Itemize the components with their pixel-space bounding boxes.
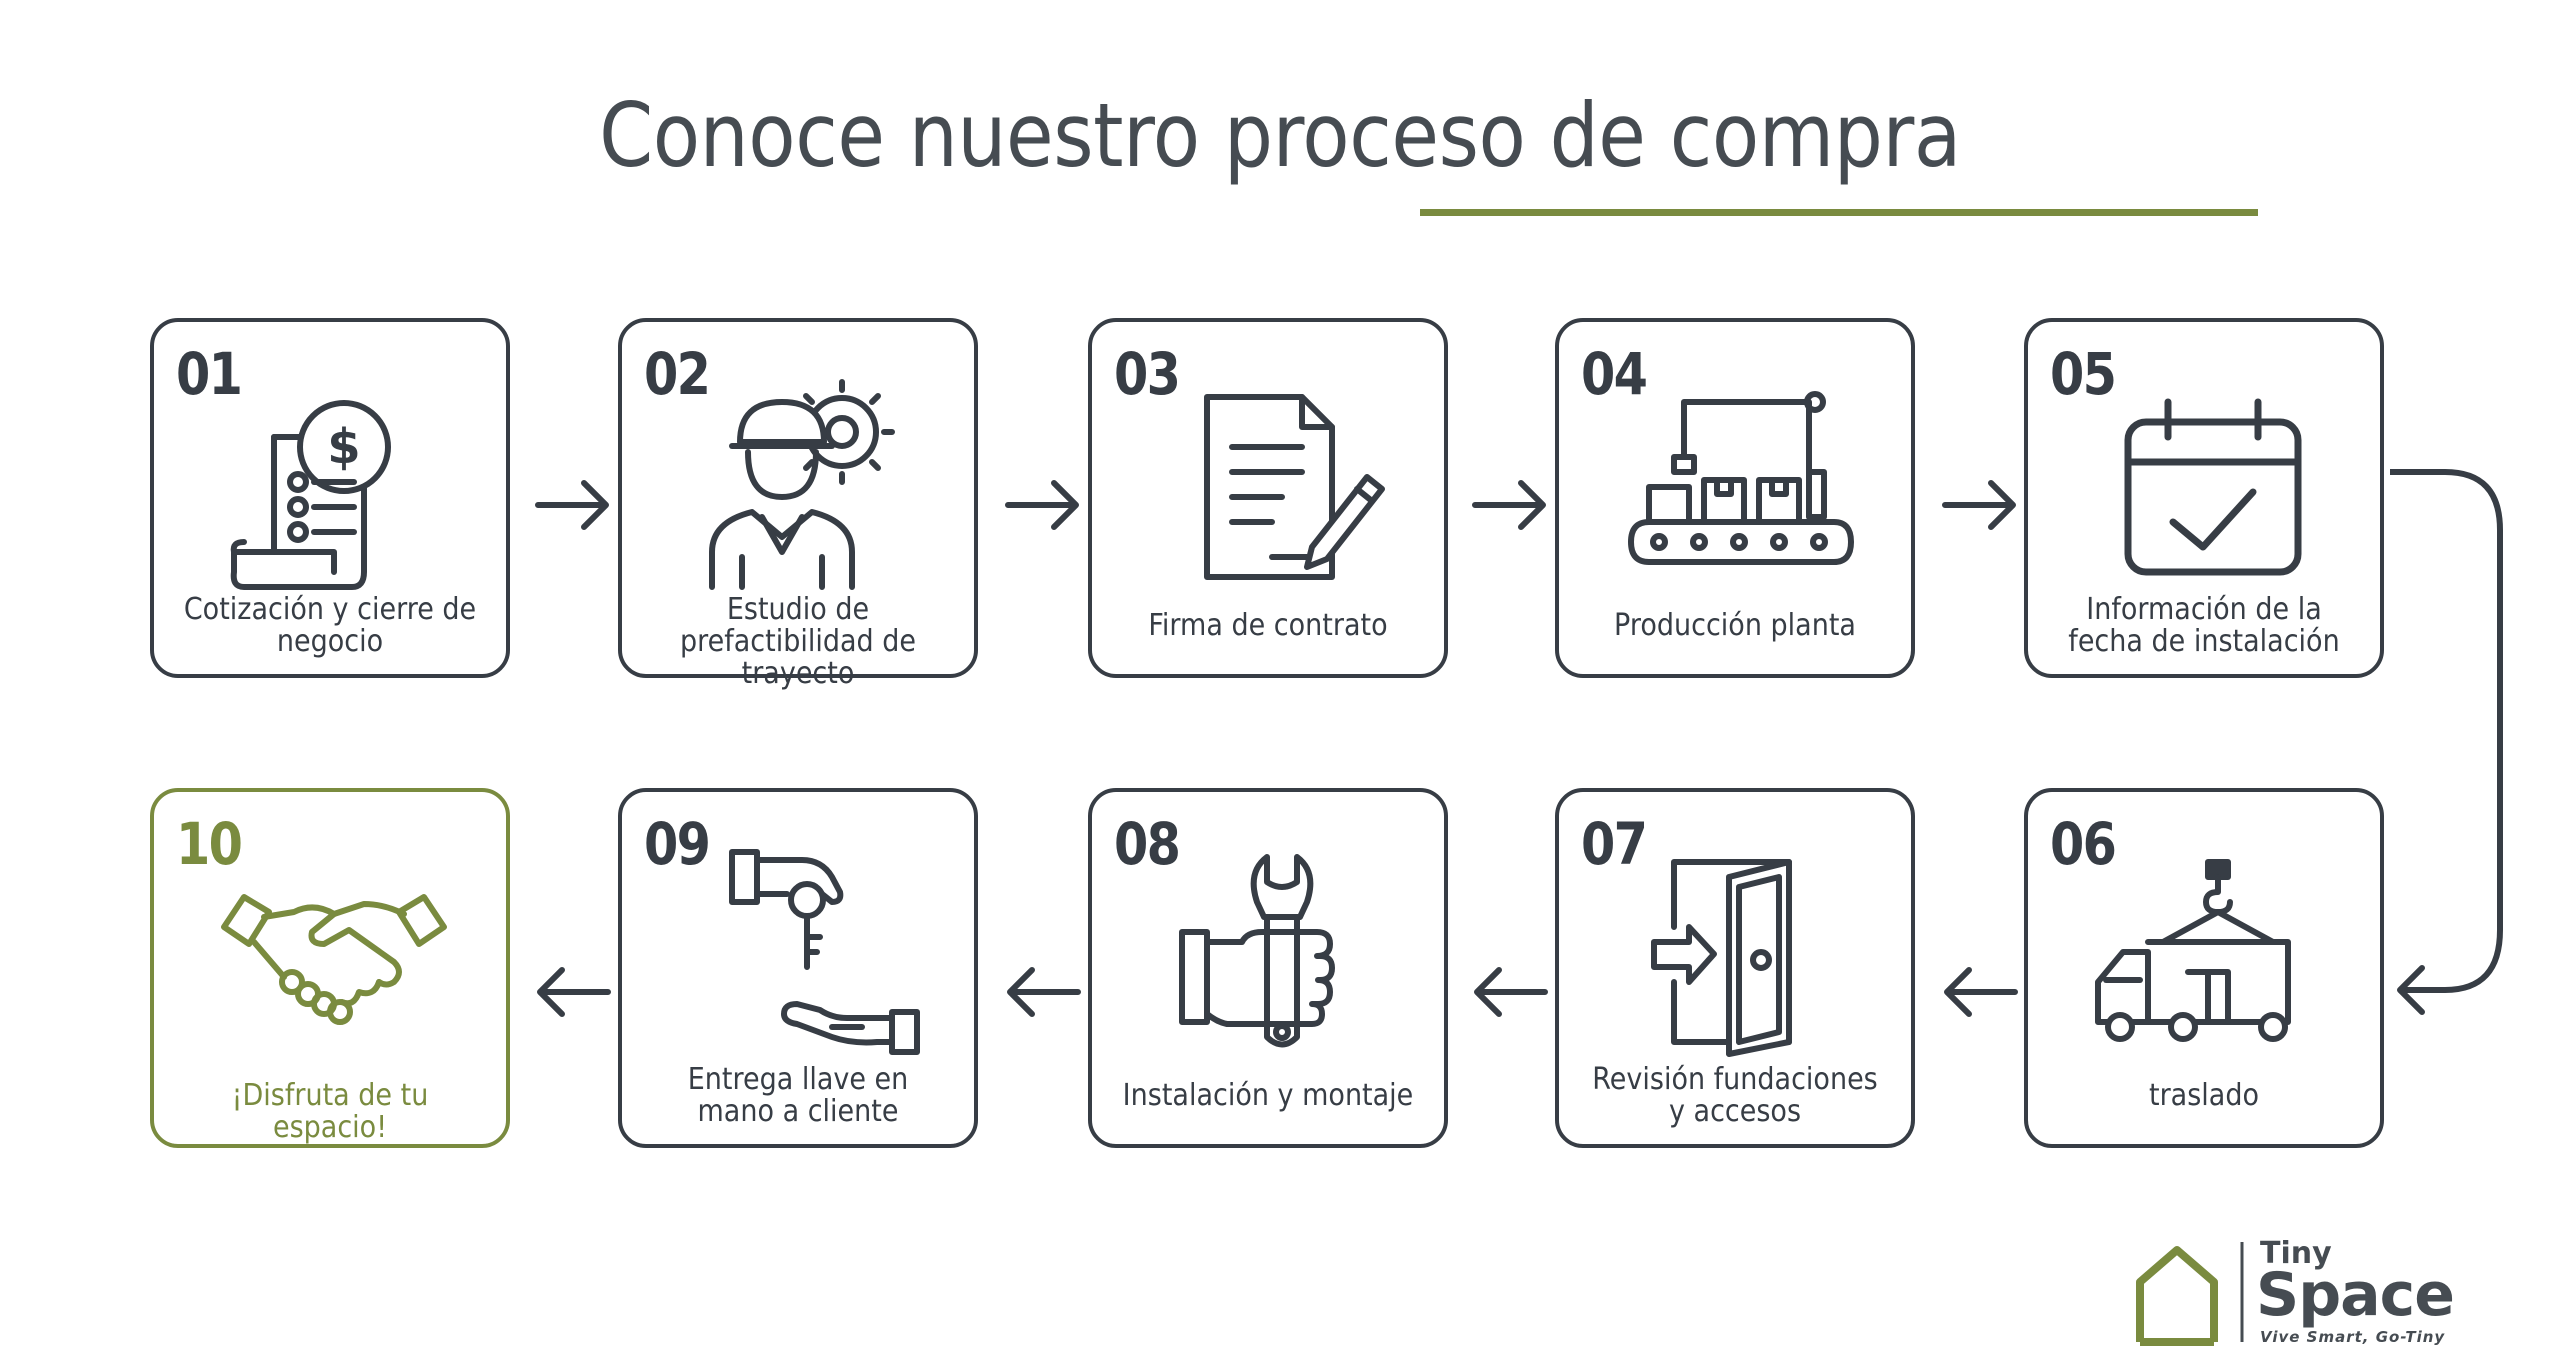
step-label: Producción planta (1614, 608, 1856, 643)
handshake-icon (221, 894, 447, 1025)
step-card-01: 01 $ Cotización y cierre de negocio (150, 318, 510, 678)
step-number: 08 (1114, 810, 1181, 878)
step-number: 04 (1581, 340, 1648, 408)
step-label: Firma de contrato (1148, 608, 1388, 643)
step-label: Entrega llave en mano a cliente (687, 1062, 909, 1129)
arrow-left-icon (1007, 967, 1081, 1017)
step-label: Información de la fecha de instalación (2068, 592, 2340, 659)
calendar-check-icon (2124, 398, 2302, 576)
step-number: 02 (644, 340, 711, 408)
door-enter-icon (1651, 859, 1792, 1057)
step-card-03: 03 Firma de contrato (1088, 318, 1448, 678)
arrow-right-icon (535, 480, 609, 530)
step-card-07: 07 Revisión fundaciones y accesos (1555, 788, 1915, 1148)
step-label: Instalación y montaje (1122, 1078, 1414, 1113)
step-number: 03 (1114, 340, 1181, 408)
step-number: 05 (2050, 340, 2117, 408)
step-number: 10 (176, 810, 243, 878)
step-card-06: 06 traslado (2024, 788, 2384, 1148)
page-title: Conoce nuestro proceso de compra (599, 84, 1961, 187)
step-label: Revisión fundaciones y accesos (1592, 1062, 1878, 1129)
step-label: Cotización y cierre de negocio (183, 592, 477, 659)
step-number: 07 (1581, 810, 1648, 878)
step-label: ¡Disfruta de tu espacio! (231, 1078, 429, 1145)
step-label: Estudio de prefactibilidad de trayecto (679, 592, 917, 691)
step-card-09: 09 Entrega llave en mano a cliente (618, 788, 978, 1148)
arrow-left-icon (1944, 967, 2018, 1017)
title-underline (1420, 209, 2258, 216)
arrow-right-icon (1005, 480, 1079, 530)
step-card-05: 05 Información de la fecha de instalació… (2024, 318, 2384, 678)
logo-tagline: Vive Smart, Go-Tiny (2260, 1328, 2446, 1346)
logo-line1: Tiny (2260, 1236, 2332, 1271)
factory-conveyor-icon (1628, 391, 1854, 565)
step-number: 06 (2050, 810, 2117, 878)
hand-wrench-icon (1179, 854, 1335, 1048)
arrow-right-icon (1942, 480, 2016, 530)
connector-arrow-icon (2390, 469, 2503, 1015)
key-handover-icon (729, 849, 920, 1055)
step-card-02: 02 Estudio de prefactibilidad de trayect… (618, 318, 978, 690)
arrow-right-icon (1472, 480, 1546, 530)
step-label: traslado (2148, 1078, 2259, 1113)
logo-line2: Space (2256, 1260, 2455, 1330)
step-card-04: 04 Producción planta (1555, 318, 1915, 678)
arrow-left-icon (537, 967, 611, 1017)
invoice-dollar-icon: $ (230, 400, 391, 590)
engineer-gear-icon (709, 379, 895, 590)
arrow-left-icon (1474, 967, 1548, 1017)
truck-crane-icon (2095, 859, 2291, 1042)
step-card-10: 10 ¡Disfruta de tu espacio! (150, 788, 510, 1148)
tiny-space-logo (2136, 1242, 2244, 1346)
step-number: 01 (176, 340, 243, 408)
step-card-08: 08 Instalación y montaje (1088, 788, 1448, 1148)
svg-text:$: $ (327, 419, 360, 475)
step-number: 09 (644, 810, 711, 878)
contract-pen-icon (1204, 394, 1385, 580)
